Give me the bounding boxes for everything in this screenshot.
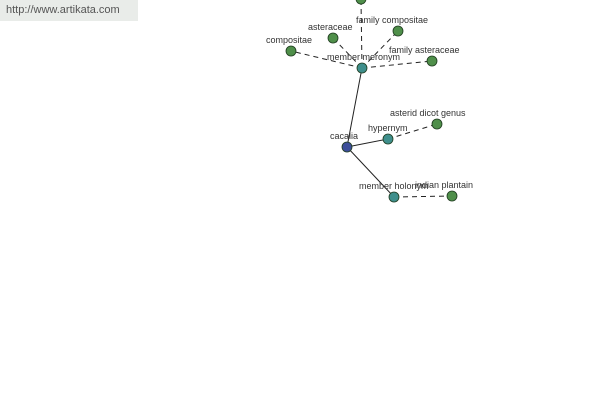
labels: family compositae asteraceae compositae … xyxy=(266,15,473,191)
label-family-compositae: family compositae xyxy=(356,15,428,25)
label-member-holonym: member holonym xyxy=(359,181,429,191)
edge-member-meronym-asteraceae xyxy=(332,37,363,69)
node-member-meronym[interactable] xyxy=(356,62,368,74)
label-indian-plantain: indian plantain xyxy=(415,180,473,190)
node-indian-plantain[interactable] xyxy=(446,190,458,202)
label-asteraceae: asteraceae xyxy=(308,22,353,32)
label-asterid-dicot-genus: asterid dicot genus xyxy=(390,108,466,118)
node-asterid-dicot-genus[interactable] xyxy=(431,118,443,130)
label-family-asteraceae: family asteraceae xyxy=(389,45,460,55)
node-family-compositae[interactable] xyxy=(392,25,404,37)
node-compositae[interactable] xyxy=(285,45,297,57)
node-cacalia[interactable] xyxy=(341,141,353,153)
node-top-offscreen[interactable] xyxy=(355,0,367,5)
edges xyxy=(290,0,453,198)
node-hypernym[interactable] xyxy=(382,133,394,145)
source-link[interactable]: http://www.artikata.com xyxy=(0,0,138,21)
label-hypernym: hypernym xyxy=(368,123,408,133)
edge-cacalia-member-meronym xyxy=(346,67,363,148)
label-member-meronym: member meronym xyxy=(327,52,400,62)
node-asteraceae[interactable] xyxy=(327,32,339,44)
edge-member-meronym-compositae xyxy=(290,50,363,69)
edge-member-holonym-indian-plantain xyxy=(393,195,453,198)
label-cacalia: cacalia xyxy=(330,131,358,141)
nodes xyxy=(285,0,458,203)
node-member-holonym[interactable] xyxy=(388,191,400,203)
edge-member-meronym-family-asteraceae xyxy=(361,60,433,69)
label-compositae: compositae xyxy=(266,35,312,45)
edge-member-meronym-top-offscreen xyxy=(360,0,363,69)
node-family-asteraceae[interactable] xyxy=(426,55,438,67)
edge-cacalia-member-holonym xyxy=(346,146,395,198)
edge-cacalia-hypernym xyxy=(346,138,389,148)
